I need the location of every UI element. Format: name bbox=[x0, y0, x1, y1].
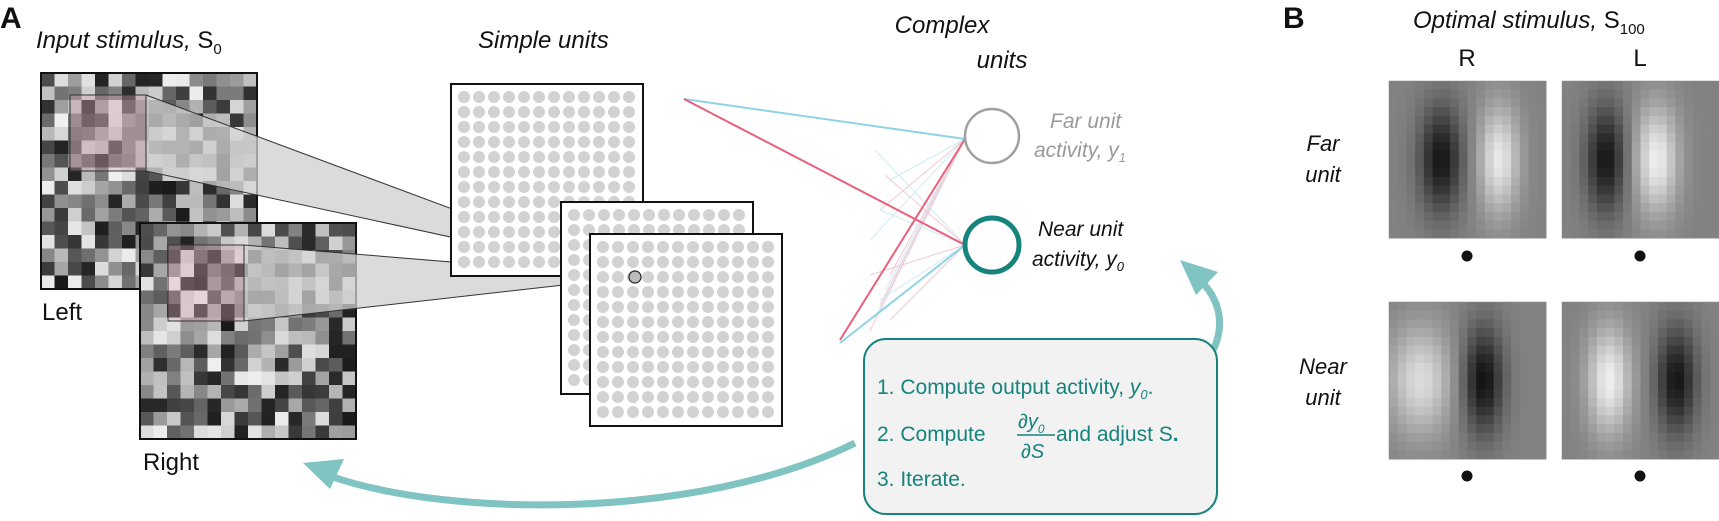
simple-unit-grid-3 bbox=[589, 233, 783, 427]
step-2-text: 2. Compute bbox=[877, 423, 986, 446]
complex-units-title-2: units bbox=[977, 47, 1028, 74]
fixation-dot-far-l bbox=[1634, 250, 1646, 262]
panel-a-label: A bbox=[0, 2, 22, 35]
up-arrow-head bbox=[1180, 260, 1218, 295]
complex-units-title-1: Complex bbox=[895, 12, 991, 39]
near-unit-node bbox=[962, 215, 1022, 275]
input-stimulus-title: Input stimulus, S0 bbox=[36, 27, 222, 58]
column-label-l: L bbox=[1633, 45, 1646, 72]
right-label: Right bbox=[143, 449, 199, 476]
row-label-far-2: unit bbox=[1305, 162, 1341, 187]
faint-connections bbox=[869, 138, 966, 332]
optimal-stimulus-near-right-eye bbox=[1388, 301, 1547, 460]
near-unit-label-1: Near unit bbox=[1038, 218, 1124, 241]
step-1-text: 1. Compute output activity, y0. bbox=[877, 376, 1153, 402]
row-label-far-1: Far bbox=[1307, 131, 1342, 156]
far-connection-line-2 bbox=[839, 138, 966, 341]
fixation-dot-far-r bbox=[1461, 250, 1473, 262]
simple-units-title: Simple units bbox=[478, 27, 609, 54]
near-unit-label-2: activity, y0 bbox=[1032, 248, 1125, 274]
panel-b-label: B bbox=[1283, 2, 1305, 35]
row-label-near-1: Near bbox=[1299, 354, 1348, 379]
far-unit-node bbox=[963, 107, 1021, 165]
back-arrow-shaft bbox=[328, 439, 857, 509]
optimal-stimulus-far-left-eye bbox=[1561, 80, 1719, 239]
far-unit-label-1: Far unit bbox=[1050, 110, 1122, 133]
far-unit-label-2: activity, y1 bbox=[1034, 139, 1126, 165]
left-label: Left bbox=[42, 299, 82, 326]
right-projection-cone bbox=[243, 244, 636, 322]
far-connection-line bbox=[683, 98, 966, 140]
right-receptive-field bbox=[167, 244, 245, 322]
optimal-stimulus-near-left-eye bbox=[1561, 301, 1719, 460]
column-label-r: R bbox=[1458, 45, 1475, 72]
near-connection-line-2 bbox=[839, 244, 966, 344]
row-label-near-2: unit bbox=[1305, 385, 1341, 410]
gradient-numerator: ∂y0 bbox=[1018, 411, 1045, 436]
fixation-dot-near-l bbox=[1634, 470, 1646, 482]
step-3-text: 3. Iterate. bbox=[877, 468, 966, 491]
optimal-stimulus-title: Optimal stimulus, S100 bbox=[1413, 7, 1645, 38]
algorithm-steps-box bbox=[863, 338, 1218, 515]
step-2-text-end: and adjust S. bbox=[1056, 423, 1179, 446]
near-connection-line bbox=[683, 98, 966, 246]
fixation-dot-near-r bbox=[1461, 470, 1473, 482]
gradient-denominator: ∂S bbox=[1021, 441, 1045, 463]
convergence-point bbox=[628, 270, 642, 284]
back-arrow-head bbox=[303, 459, 344, 489]
left-receptive-field bbox=[69, 94, 147, 172]
optimal-stimulus-far-right-eye bbox=[1388, 80, 1547, 239]
